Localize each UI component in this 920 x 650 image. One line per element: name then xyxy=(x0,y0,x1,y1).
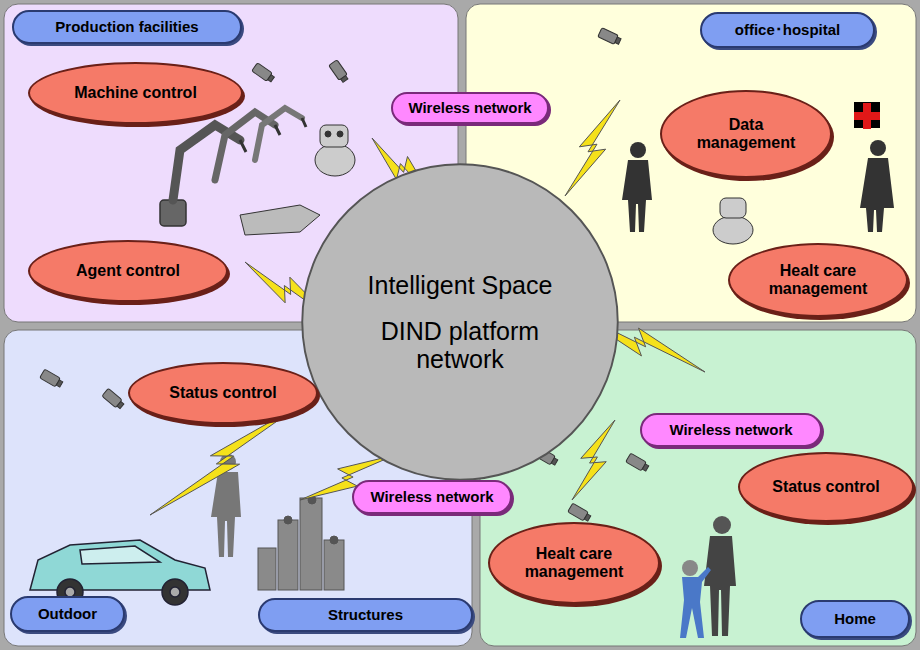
service-robot xyxy=(315,125,355,176)
node-label: Machine control xyxy=(74,84,197,102)
function-ellipse: Agent control xyxy=(28,240,228,302)
location-pill: Outdoor xyxy=(10,596,125,632)
function-ellipse: Machine control xyxy=(28,62,243,124)
node-label: Status control xyxy=(169,384,277,402)
function-ellipse: Status control xyxy=(128,362,318,424)
function-ellipse: Data management xyxy=(660,90,832,178)
function-ellipse: Healt care management xyxy=(488,522,660,604)
node-label: Status control xyxy=(772,478,880,496)
node-label: Healt care management xyxy=(758,262,878,298)
node-label: Healt care management xyxy=(514,545,634,581)
node-label: Intelligent Space xyxy=(368,271,553,299)
mobile-vehicle xyxy=(240,205,320,235)
red-cross xyxy=(854,102,880,128)
network-pill: Wireless network xyxy=(391,92,548,124)
node-label: Outdoor xyxy=(38,606,97,623)
buildings xyxy=(258,496,344,590)
location-pill: Structures xyxy=(258,598,473,632)
location-pill: Home xyxy=(800,600,910,638)
home-figures xyxy=(680,516,736,638)
function-ellipse: Status control xyxy=(738,452,914,522)
node-label: Home xyxy=(834,611,876,628)
node-label: Wireless network xyxy=(669,422,792,439)
network-pill: Wireless network xyxy=(352,480,512,514)
node-label: Wireless network xyxy=(408,100,531,117)
node-label: Structures xyxy=(328,607,403,624)
red-cross-mark xyxy=(854,103,880,129)
node-label: Data management xyxy=(686,116,806,152)
node-label: Production facilities xyxy=(55,19,198,36)
location-pill: Production facilities xyxy=(12,10,242,44)
platform-circle: Intelligent SpaceDIND platform network xyxy=(300,162,620,482)
lightning-bolt xyxy=(565,100,620,196)
node-sublabel: DIND platform network xyxy=(345,317,575,373)
lightning-bolt xyxy=(572,420,615,500)
node-label: Agent control xyxy=(76,262,180,280)
network-pill: Wireless network xyxy=(640,413,822,447)
function-ellipse: Healt care management xyxy=(728,243,908,317)
node-label: Wireless network xyxy=(370,489,493,506)
node-label: office･hospital xyxy=(735,22,841,39)
location-pill: office･hospital xyxy=(700,12,875,48)
